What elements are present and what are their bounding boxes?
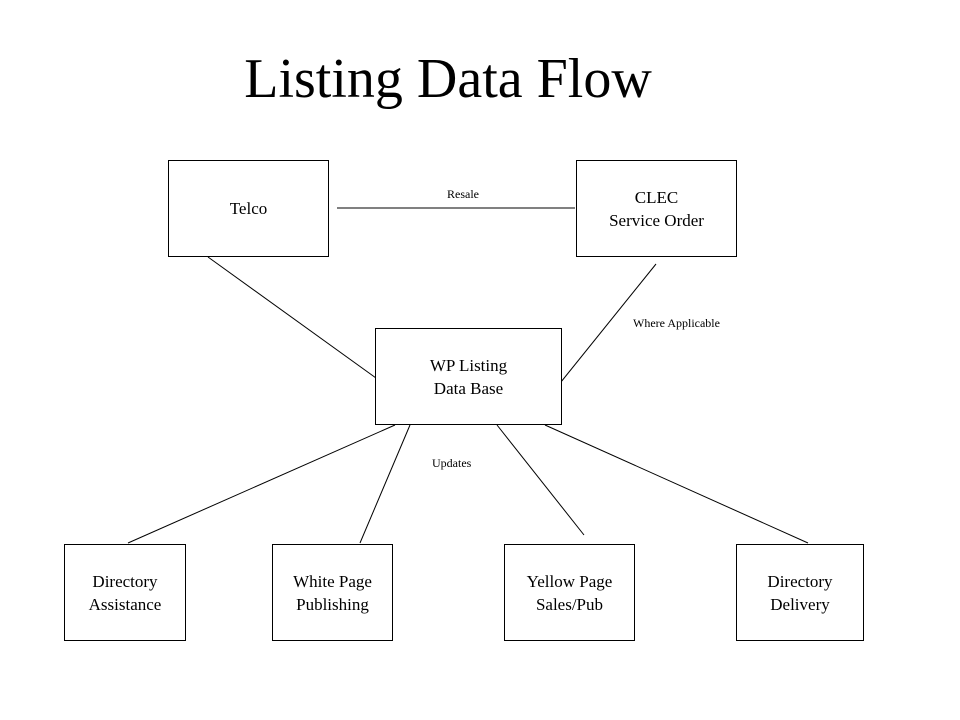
node-white-page-publishing: White Page Publishing [272, 544, 393, 641]
edge-db-directory-delivery [544, 424, 809, 544]
edge-db-white-page [359, 424, 411, 544]
node-directory-delivery: Directory Delivery [736, 544, 864, 641]
node-yellow-page-label: Yellow Page Sales/Pub [526, 571, 613, 614]
label-where-applicable: Where Applicable [633, 316, 720, 330]
edge-db-yellow-page [496, 424, 585, 536]
node-directory-assistance: Directory Assistance [64, 544, 186, 641]
node-wp-db-label: WP Listing Data Base [429, 355, 508, 398]
edge-db-directory-assistance [127, 424, 396, 544]
node-clec-label: CLEC Service Order [609, 187, 704, 230]
node-telco-label: Telco [229, 199, 268, 218]
node-telco: Telco [168, 160, 329, 257]
edge-telco-db [207, 256, 377, 379]
node-directory-assistance-label: Directory Assistance [88, 571, 162, 614]
node-wp-listing-database: WP Listing Data Base [375, 328, 562, 425]
node-directory-delivery-label: Directory Delivery [767, 571, 833, 614]
page-title: Listing Data Flow [244, 48, 652, 110]
node-yellow-page-sales: Yellow Page Sales/Pub [504, 544, 635, 641]
node-white-page-label: White Page Publishing [293, 571, 372, 614]
node-clec-service-order: CLEC Service Order [576, 160, 737, 257]
label-resale: Resale [447, 187, 479, 201]
edge-clec-db [560, 263, 657, 383]
label-updates: Updates [432, 456, 472, 470]
